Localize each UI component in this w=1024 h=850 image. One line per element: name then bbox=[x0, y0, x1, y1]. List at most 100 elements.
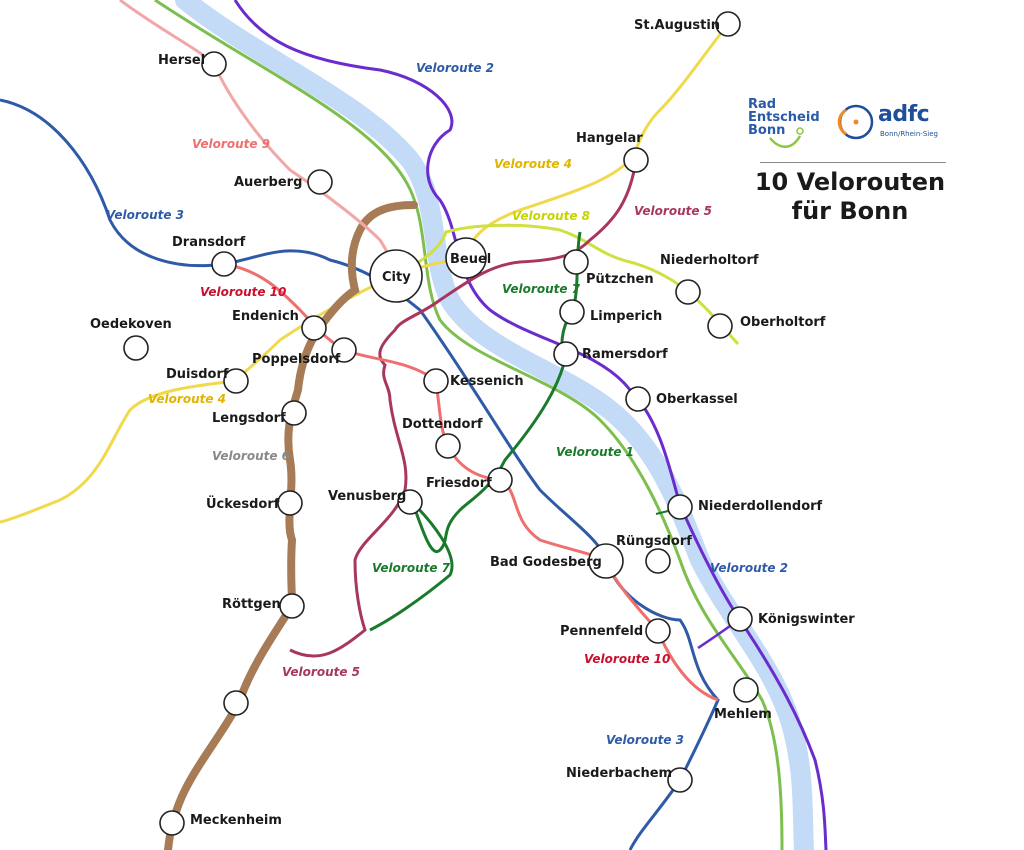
station-dransdorf bbox=[211, 251, 237, 277]
label-niederholtorf: Niederholtorf bbox=[660, 253, 759, 268]
station-niederdollendorf bbox=[667, 494, 693, 520]
route-label-4a: Veloroute 4 bbox=[494, 157, 572, 171]
route-label-3b: Veloroute 3 bbox=[606, 733, 684, 747]
rhine-river bbox=[175, 0, 814, 850]
label-koenigswinter: Königswinter bbox=[758, 612, 855, 627]
label-ueckesdorf: Ückesdorf bbox=[206, 496, 280, 512]
label-pennenfeld: Pennenfeld bbox=[560, 624, 643, 639]
label-venusberg: Venusberg bbox=[328, 489, 406, 504]
label-st-augustin: St.Augustin bbox=[634, 18, 720, 33]
station-kessenich bbox=[423, 368, 449, 394]
label-lengsdorf: Lengsdorf bbox=[212, 411, 286, 426]
station-hersel bbox=[201, 51, 227, 77]
station-niederholtorf bbox=[675, 279, 701, 305]
label-duisdorf: Duisdorf bbox=[166, 367, 229, 382]
radentscheid-smile-icon bbox=[769, 135, 802, 148]
station-poppelsdorf bbox=[331, 337, 357, 363]
route-label-1: Veloroute 1 bbox=[556, 445, 634, 459]
label-roettgen: Röttgen bbox=[222, 597, 281, 612]
station-oberkassel bbox=[625, 386, 651, 412]
route-label-8: Veloroute 8 bbox=[512, 209, 590, 223]
station-bad-godesberg bbox=[588, 543, 624, 579]
label-city: City bbox=[382, 270, 411, 285]
adfc-logo-mark bbox=[837, 104, 874, 140]
station-mehlem bbox=[733, 677, 759, 703]
veloroute-7-line bbox=[369, 231, 582, 632]
station-auerberg bbox=[307, 169, 333, 195]
label-niederdollendorf: Niederdollendorf bbox=[698, 499, 823, 514]
label-dottendorf: Dottendorf bbox=[402, 417, 483, 432]
station-puetzchen bbox=[563, 249, 589, 275]
station-lengsdorf bbox=[281, 400, 307, 426]
station-ruengsdorf bbox=[645, 548, 671, 574]
label-oedekoven: Oedekoven bbox=[90, 317, 172, 332]
label-friesdorf: Friesdorf bbox=[426, 476, 492, 491]
label-poppelsdorf: Poppelsdorf bbox=[252, 352, 341, 367]
label-endenich: Endenich bbox=[232, 309, 299, 324]
station-st-augustin bbox=[715, 11, 741, 37]
station-endenich bbox=[301, 315, 327, 341]
route-label-7b: Veloroute 7 bbox=[372, 561, 451, 575]
map-title: 10 Velorouten für Bonn bbox=[740, 168, 960, 226]
station-friesdorf bbox=[487, 467, 513, 493]
label-mehlem: Mehlem bbox=[714, 707, 772, 722]
route-label-3a: Veloroute 3 bbox=[106, 208, 184, 222]
label-hangelar: Hangelar bbox=[576, 131, 643, 146]
label-ramersdorf: Ramersdorf bbox=[582, 347, 668, 362]
title-divider bbox=[760, 162, 946, 163]
label-oberkassel: Oberkassel bbox=[656, 392, 738, 407]
station-duisdorf bbox=[223, 368, 249, 394]
label-ruengsdorf: Rüngsdorf bbox=[616, 534, 692, 549]
route-label-6: Veloroute 6 bbox=[212, 449, 290, 463]
map-title-line1: 10 Velorouten bbox=[754, 168, 946, 196]
label-puetzchen: Pützchen bbox=[586, 272, 654, 287]
veloroute-6-line bbox=[164, 201, 418, 850]
radentscheid-dot-icon bbox=[796, 127, 804, 135]
station-ramersdorf bbox=[553, 341, 579, 367]
label-niederbachem: Niederbachem bbox=[566, 766, 672, 781]
route-label-2b: Veloroute 2 bbox=[710, 561, 788, 575]
station-dottendorf bbox=[435, 433, 461, 459]
radentscheid-line2: Entscheid bbox=[748, 110, 820, 125]
station-roettgen bbox=[279, 593, 305, 619]
station-city bbox=[369, 249, 423, 303]
station-koenigswinter bbox=[727, 606, 753, 632]
station-meckenheim bbox=[159, 810, 185, 836]
veloroute-5-line bbox=[289, 159, 638, 658]
map-title-line2: für Bonn bbox=[791, 197, 909, 225]
label-limperich: Limperich bbox=[590, 309, 662, 324]
station-unnamed-south bbox=[223, 690, 249, 716]
label-dransdorf: Dransdorf bbox=[172, 235, 246, 250]
radentscheid-logo: Rad Entscheid Bonn bbox=[748, 98, 820, 137]
label-hersel: Hersel bbox=[158, 53, 205, 68]
veloroute-1-line bbox=[154, 0, 784, 850]
station-venusberg bbox=[397, 489, 423, 515]
station-oedekoven bbox=[123, 335, 149, 361]
veloroute-9-line bbox=[119, 0, 398, 277]
adfc-logo-text: adfc bbox=[878, 102, 930, 127]
label-oberholtorf: Oberholtorf bbox=[740, 315, 826, 330]
veloroute-3-line bbox=[0, 98, 720, 850]
label-beuel: Beuel bbox=[450, 252, 491, 267]
route-label-5a: Veloroute 5 bbox=[634, 204, 712, 218]
radentscheid-line3: Bonn bbox=[748, 123, 786, 138]
label-bad-godesberg: Bad Godesberg bbox=[490, 555, 602, 570]
station-hangelar bbox=[623, 147, 649, 173]
route-label-2a: Veloroute 2 bbox=[416, 61, 494, 75]
station-oberholtorf bbox=[707, 313, 733, 339]
station-beuel bbox=[445, 237, 487, 279]
station-limperich bbox=[559, 299, 585, 325]
station-ueckesdorf bbox=[277, 490, 303, 516]
route-label-4b: Veloroute 4 bbox=[148, 392, 226, 406]
route-label-10b: Veloroute 10 bbox=[584, 652, 670, 666]
route-label-5b: Veloroute 5 bbox=[282, 665, 360, 679]
radentscheid-line1: Rad bbox=[748, 97, 777, 112]
label-meckenheim: Meckenheim bbox=[190, 813, 282, 828]
station-pennenfeld bbox=[645, 618, 671, 644]
station-niederbachem bbox=[667, 767, 693, 793]
route-label-7a: Veloroute 7 bbox=[502, 282, 581, 296]
route-label-10a: Veloroute 10 bbox=[200, 285, 286, 299]
label-kessenich: Kessenich bbox=[450, 374, 524, 389]
route-label-9: Veloroute 9 bbox=[192, 137, 270, 151]
